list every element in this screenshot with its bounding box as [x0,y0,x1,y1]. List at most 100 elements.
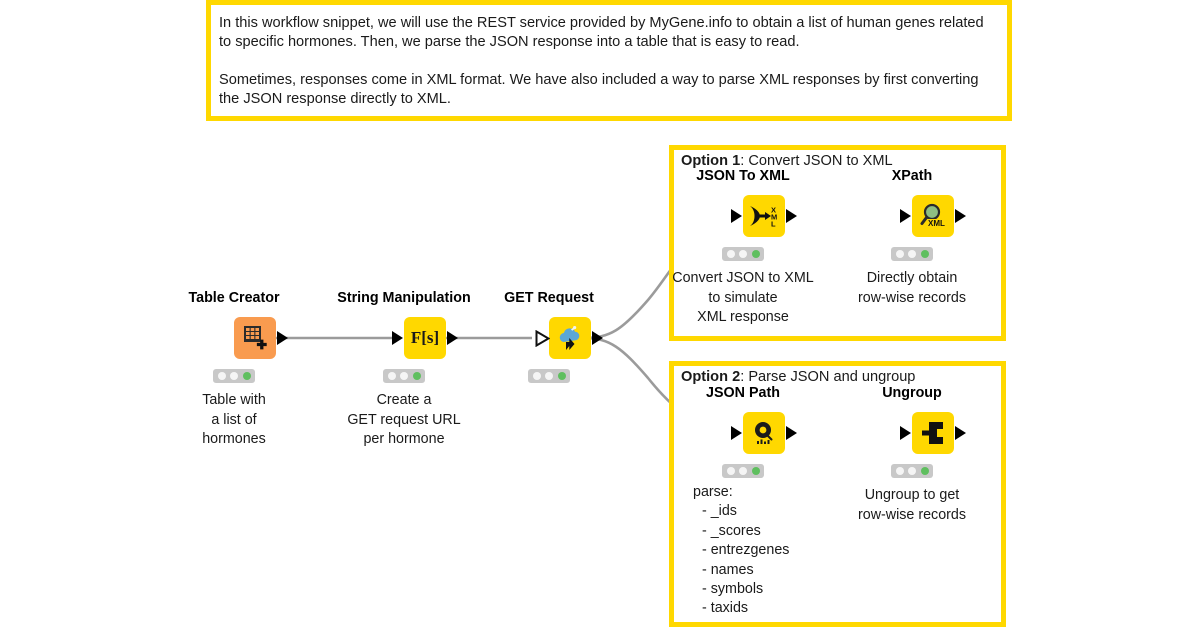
option1-title: Option 1: Convert JSON to XML [681,153,893,169]
caption-line: row-wise records [857,506,967,523]
node-xpath-output-port[interactable] [955,209,966,223]
description-paragraph-2: Sometimes, responses come in XML format.… [219,72,979,107]
node-get-request-status [528,369,570,383]
node-xpath-input-port[interactable] [900,209,911,223]
status-dot-idle-2 [545,372,553,380]
paragraph-spacer [219,52,997,71]
option2-box: Option 2: Parse JSON and ungroup [669,361,1006,627]
status-dot-idle-2 [739,250,747,258]
flow-variable-input-port-icon[interactable] [535,329,551,348]
node-json-to-xml-input-port[interactable] [731,209,742,223]
node-xpath-caption: Directly obtain row-wise records [858,269,966,308]
status-dot-executed [920,250,929,258]
node-ungroup-input-port[interactable] [900,426,911,440]
node-get-request-input-port-wrap[interactable] [535,329,551,348]
node-json-to-xml-output-port[interactable] [786,209,797,223]
workflow-description-box: In this workflow snippet, we will use th… [206,0,1012,121]
parse-list-item: - symbols [702,581,764,598]
ungroup-bracket-icon [922,422,945,444]
magnifier-xml-icon: XML [920,203,945,228]
node-string-manipulation-title: String Manipulation [337,290,471,306]
status-dot-executed [751,250,760,258]
parse-list-item: - entrezgenes [702,542,790,559]
option1-separator: : [740,153,745,169]
node-json-path-status [722,464,764,478]
json-to-xml-icon: X M L [750,206,777,229]
node-json-path-output-port[interactable] [786,426,797,440]
status-dot-executed [751,467,760,475]
option1-label: Option 1 [681,153,741,169]
option2-text: Parse JSON and ungroup [748,369,916,385]
node-table-creator-status [213,369,255,383]
node-string-manipulation-body[interactable]: F[s] [404,317,446,359]
node-table-creator-body[interactable] [234,317,276,359]
option2-label: Option 2 [681,369,741,385]
svg-text:L: L [771,220,776,229]
json-path-parse-list: parse: - _ids - _scores - entrezgenes - … [693,483,789,619]
node-table-creator-title: Table Creator [188,290,280,306]
node-string-manipulation-status [383,369,425,383]
caption-line: per hormone [363,431,445,447]
json-path-ring-icon [755,422,773,444]
caption-line: row-wise records [857,289,967,306]
parse-list-item: - _scores [702,522,761,539]
status-dot-idle-1 [895,467,904,475]
function-fs-icon: F[s] [410,328,440,347]
description-paragraph-1: In this workflow snippet, we will use th… [219,15,984,50]
option1-box: Option 1: Convert JSON to XML [669,145,1006,341]
node-json-path-body[interactable] [743,412,785,454]
svg-text:XML: XML [928,219,945,228]
caption-line: Table with [202,392,266,408]
node-xpath-title: XPath [891,168,933,184]
option2-title: Option 2: Parse JSON and ungroup [681,369,915,385]
caption-line: Convert JSON to XML [672,270,814,286]
parse-list-item: - names [702,561,754,578]
status-dot-idle-1 [895,250,904,258]
status-dot-idle-1 [387,372,396,380]
node-ungroup-title: Ungroup [882,385,942,401]
status-dot-idle-1 [726,467,735,475]
status-dot-idle-1 [726,250,735,258]
status-dot-idle-2 [908,250,916,258]
node-ungroup-output-port[interactable] [955,426,966,440]
status-dot-executed [412,372,421,380]
status-dot-executed [920,467,929,475]
status-dot-idle-2 [230,372,238,380]
node-json-path-input-port[interactable] [731,426,742,440]
node-ungroup-caption: Ungroup to get row-wise records [858,486,966,525]
status-dot-idle-2 [908,467,916,475]
cloud-download-icon [559,325,580,350]
caption-line: a list of [211,411,257,428]
node-table-creator-caption: Table with a list of hormones [202,391,266,450]
option1-text: Convert JSON to XML [748,153,893,169]
node-ungroup-status [891,464,933,478]
node-json-to-xml-status [722,247,764,261]
caption-line: Ungroup to get [864,487,960,503]
node-json-to-xml-body[interactable]: X M L [743,195,785,237]
caption-line: XML response [697,309,789,325]
svg-text:M: M [771,213,777,222]
node-get-request-output-port[interactable] [592,331,603,345]
node-json-to-xml-title: JSON To XML [696,168,790,184]
node-table-creator-output-port[interactable] [277,331,288,345]
status-dot-idle-1 [532,372,541,380]
node-string-manipulation-input-port[interactable] [392,331,403,345]
node-ungroup-body[interactable] [912,412,954,454]
status-dot-idle-1 [217,372,226,380]
node-string-manipulation-caption: Create a GET request URL per hormone [347,391,460,450]
node-json-to-xml-caption: Convert JSON to XML to simulate XML resp… [672,269,813,328]
parse-list-heading: parse: [693,484,733,500]
node-get-request-title: GET Request [504,290,594,306]
node-string-manipulation-output-port[interactable] [447,331,458,345]
caption-line: to simulate [708,289,778,306]
parse-list-item: - _ids [702,503,737,520]
status-dot-idle-2 [739,467,747,475]
status-dot-executed [557,372,566,380]
caption-line: hormones [202,431,266,447]
node-xpath-body[interactable]: XML [912,195,954,237]
status-dot-idle-2 [400,372,408,380]
node-get-request-body[interactable] [549,317,591,359]
svg-text:X: X [771,206,776,215]
parse-list-item: - taxids [702,600,749,617]
